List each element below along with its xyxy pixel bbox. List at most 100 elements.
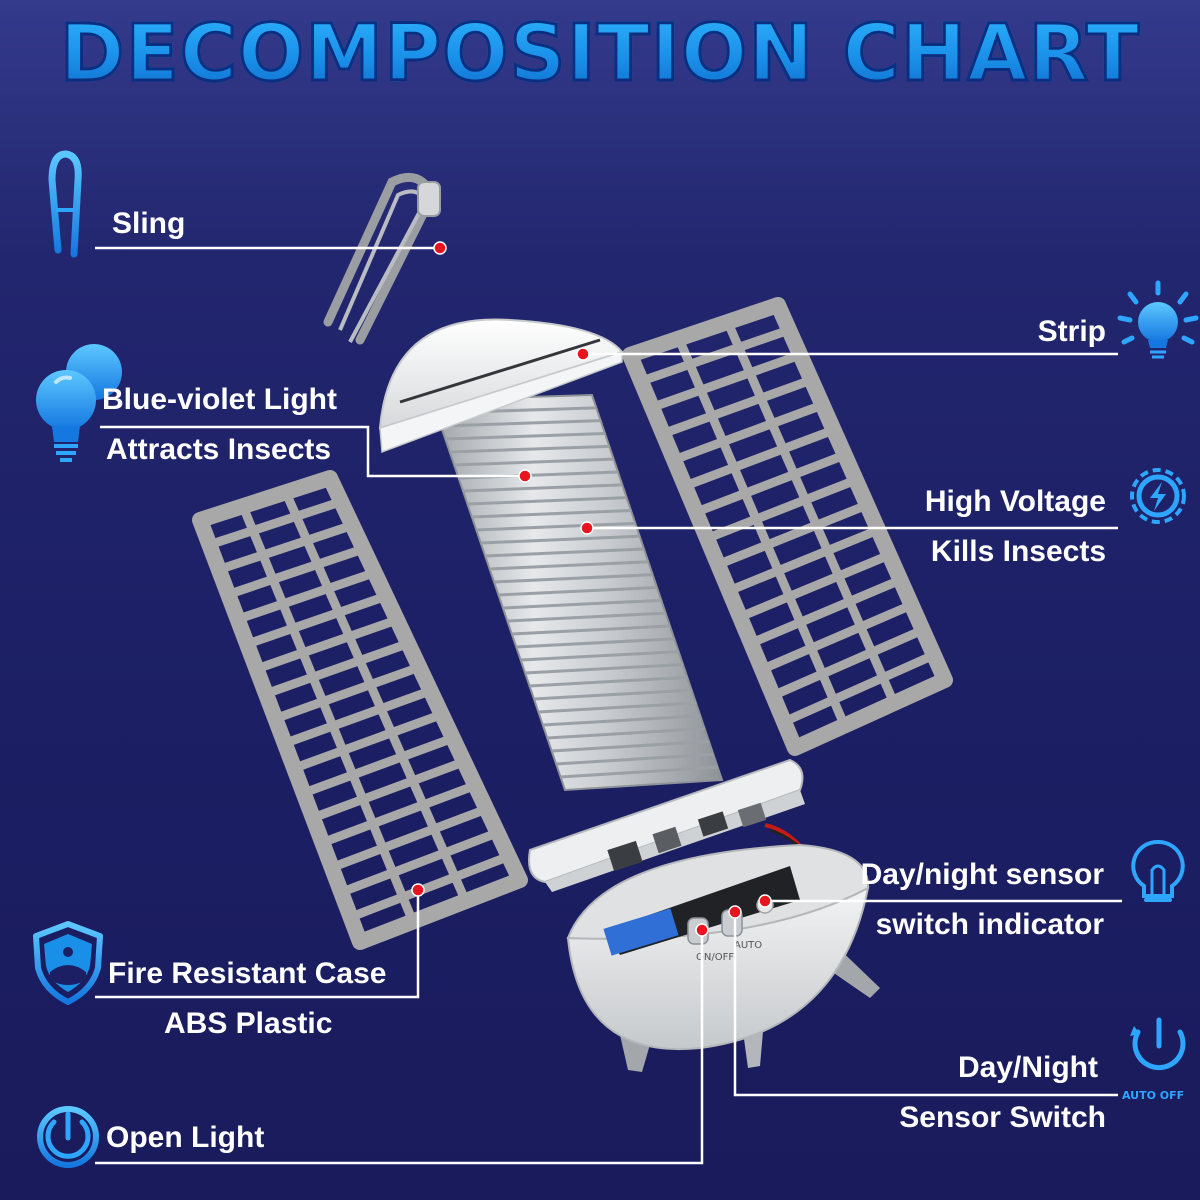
tube-rib bbox=[498, 586, 658, 597]
tube-rib bbox=[525, 663, 684, 675]
tube-rib bbox=[449, 444, 610, 454]
grid-rung bbox=[264, 639, 410, 699]
label-sling: Sling bbox=[112, 207, 186, 240]
top-cap bbox=[378, 318, 624, 454]
tube-rib bbox=[445, 432, 606, 441]
ultraviolet-tube bbox=[430, 393, 724, 792]
sling-part bbox=[323, 172, 441, 345]
grid-rung bbox=[254, 615, 399, 674]
leader-open-light bbox=[95, 930, 704, 1165]
grid-rung bbox=[311, 757, 466, 823]
tube-rib bbox=[538, 701, 697, 714]
grid-rung bbox=[749, 575, 903, 648]
grid-rung bbox=[226, 544, 365, 599]
grid-rung bbox=[771, 625, 925, 700]
tube-rib bbox=[516, 637, 675, 649]
grid-bar bbox=[238, 504, 417, 924]
tube-rib bbox=[454, 457, 614, 467]
marker-blue-light bbox=[518, 469, 532, 483]
shield-icon bbox=[33, 921, 103, 1005]
right-grid-panel bbox=[622, 297, 953, 756]
grid-rung bbox=[782, 650, 936, 726]
grid-rung bbox=[217, 521, 354, 574]
grid-rung bbox=[672, 400, 825, 465]
circuit-plate bbox=[528, 758, 818, 892]
label-blue-light-line2: Attracts Insects bbox=[106, 433, 332, 466]
grid-rung bbox=[301, 733, 455, 798]
grid-rung bbox=[727, 525, 880, 595]
auto-off-power-icon bbox=[1130, 1017, 1186, 1071]
tube-rib bbox=[520, 650, 679, 662]
grid-rung bbox=[245, 591, 388, 649]
light-indicator-bulb-icon bbox=[1131, 839, 1185, 902]
auto-off-icon-label: AUTO OFF bbox=[1122, 1089, 1185, 1102]
tube-rib bbox=[476, 521, 636, 532]
page-title: DECOMPOSITION CHART bbox=[0, 4, 1200, 104]
grid-rung bbox=[705, 475, 858, 543]
marker-dots bbox=[411, 241, 772, 937]
marker-open-light bbox=[695, 923, 709, 937]
tube-rib bbox=[480, 534, 640, 545]
lightbulb-icon bbox=[36, 344, 122, 462]
marker-sling bbox=[433, 241, 447, 255]
tube-rib bbox=[471, 509, 632, 519]
high-voltage-gear-icon bbox=[1130, 468, 1186, 524]
grid-rung bbox=[683, 425, 836, 491]
label-switch-line1: Day/Night bbox=[957, 1051, 1098, 1084]
label-fire-case-line1: Fire Resistant Case bbox=[108, 957, 387, 990]
grid-rung bbox=[650, 350, 802, 412]
grid-rung bbox=[348, 852, 511, 922]
tube-rib bbox=[467, 496, 627, 506]
label-blue-light-line1: Blue-violet Light bbox=[102, 383, 337, 416]
marker-fire-case bbox=[411, 883, 425, 897]
grid-rung bbox=[639, 325, 791, 386]
label-indicator-line1: Day/night sensor bbox=[860, 858, 1104, 891]
tube-rib bbox=[556, 752, 714, 766]
leader-switch bbox=[733, 912, 1118, 1097]
leader-lines bbox=[95, 246, 1122, 1165]
label-strip: Strip bbox=[1037, 315, 1106, 348]
grid-rung bbox=[273, 662, 421, 723]
tube-rib bbox=[542, 714, 701, 727]
tube-rib bbox=[560, 765, 718, 779]
grid-bar bbox=[281, 490, 470, 903]
marker-strip bbox=[576, 347, 590, 361]
label-high-voltage-line2: Kills Insects bbox=[930, 535, 1106, 568]
tube-rib bbox=[533, 688, 692, 701]
tube-rib bbox=[485, 547, 645, 558]
tube-rib bbox=[507, 611, 666, 623]
bright-bulb-icon bbox=[1117, 280, 1199, 359]
grid-rung bbox=[716, 500, 869, 569]
tube-rib bbox=[551, 740, 710, 753]
grid-rung bbox=[760, 600, 914, 674]
left-grid-panel bbox=[192, 470, 528, 950]
grid-rung bbox=[330, 804, 489, 872]
label-indicator-line2: switch indicator bbox=[875, 908, 1104, 941]
tube-rib bbox=[511, 624, 671, 636]
leader-fire-case bbox=[95, 890, 420, 999]
grid-rung bbox=[236, 568, 377, 624]
clip-icon bbox=[48, 150, 82, 258]
power-icon bbox=[37, 1106, 99, 1168]
tube-rib bbox=[489, 560, 649, 571]
tube-rib bbox=[547, 727, 705, 740]
marker-indicator bbox=[758, 894, 772, 908]
leader-blue-light bbox=[100, 425, 525, 478]
grid-rung bbox=[292, 710, 444, 773]
grid-rung bbox=[283, 686, 433, 748]
grid-rung bbox=[320, 781, 477, 847]
label-switch-line2: Sensor Switch bbox=[899, 1101, 1106, 1134]
grid-bar bbox=[723, 320, 899, 705]
on-off-marking: ON/OFF bbox=[696, 952, 734, 963]
tube-rib bbox=[462, 483, 623, 493]
tube-rib bbox=[502, 598, 662, 610]
grid-rung bbox=[339, 828, 500, 897]
grid-bar bbox=[674, 336, 849, 728]
grid-rung bbox=[661, 375, 813, 438]
marker-switch bbox=[728, 905, 742, 919]
label-open-light: Open Light bbox=[106, 1121, 265, 1154]
tube-rib bbox=[440, 419, 601, 428]
grid-rung bbox=[694, 450, 847, 517]
